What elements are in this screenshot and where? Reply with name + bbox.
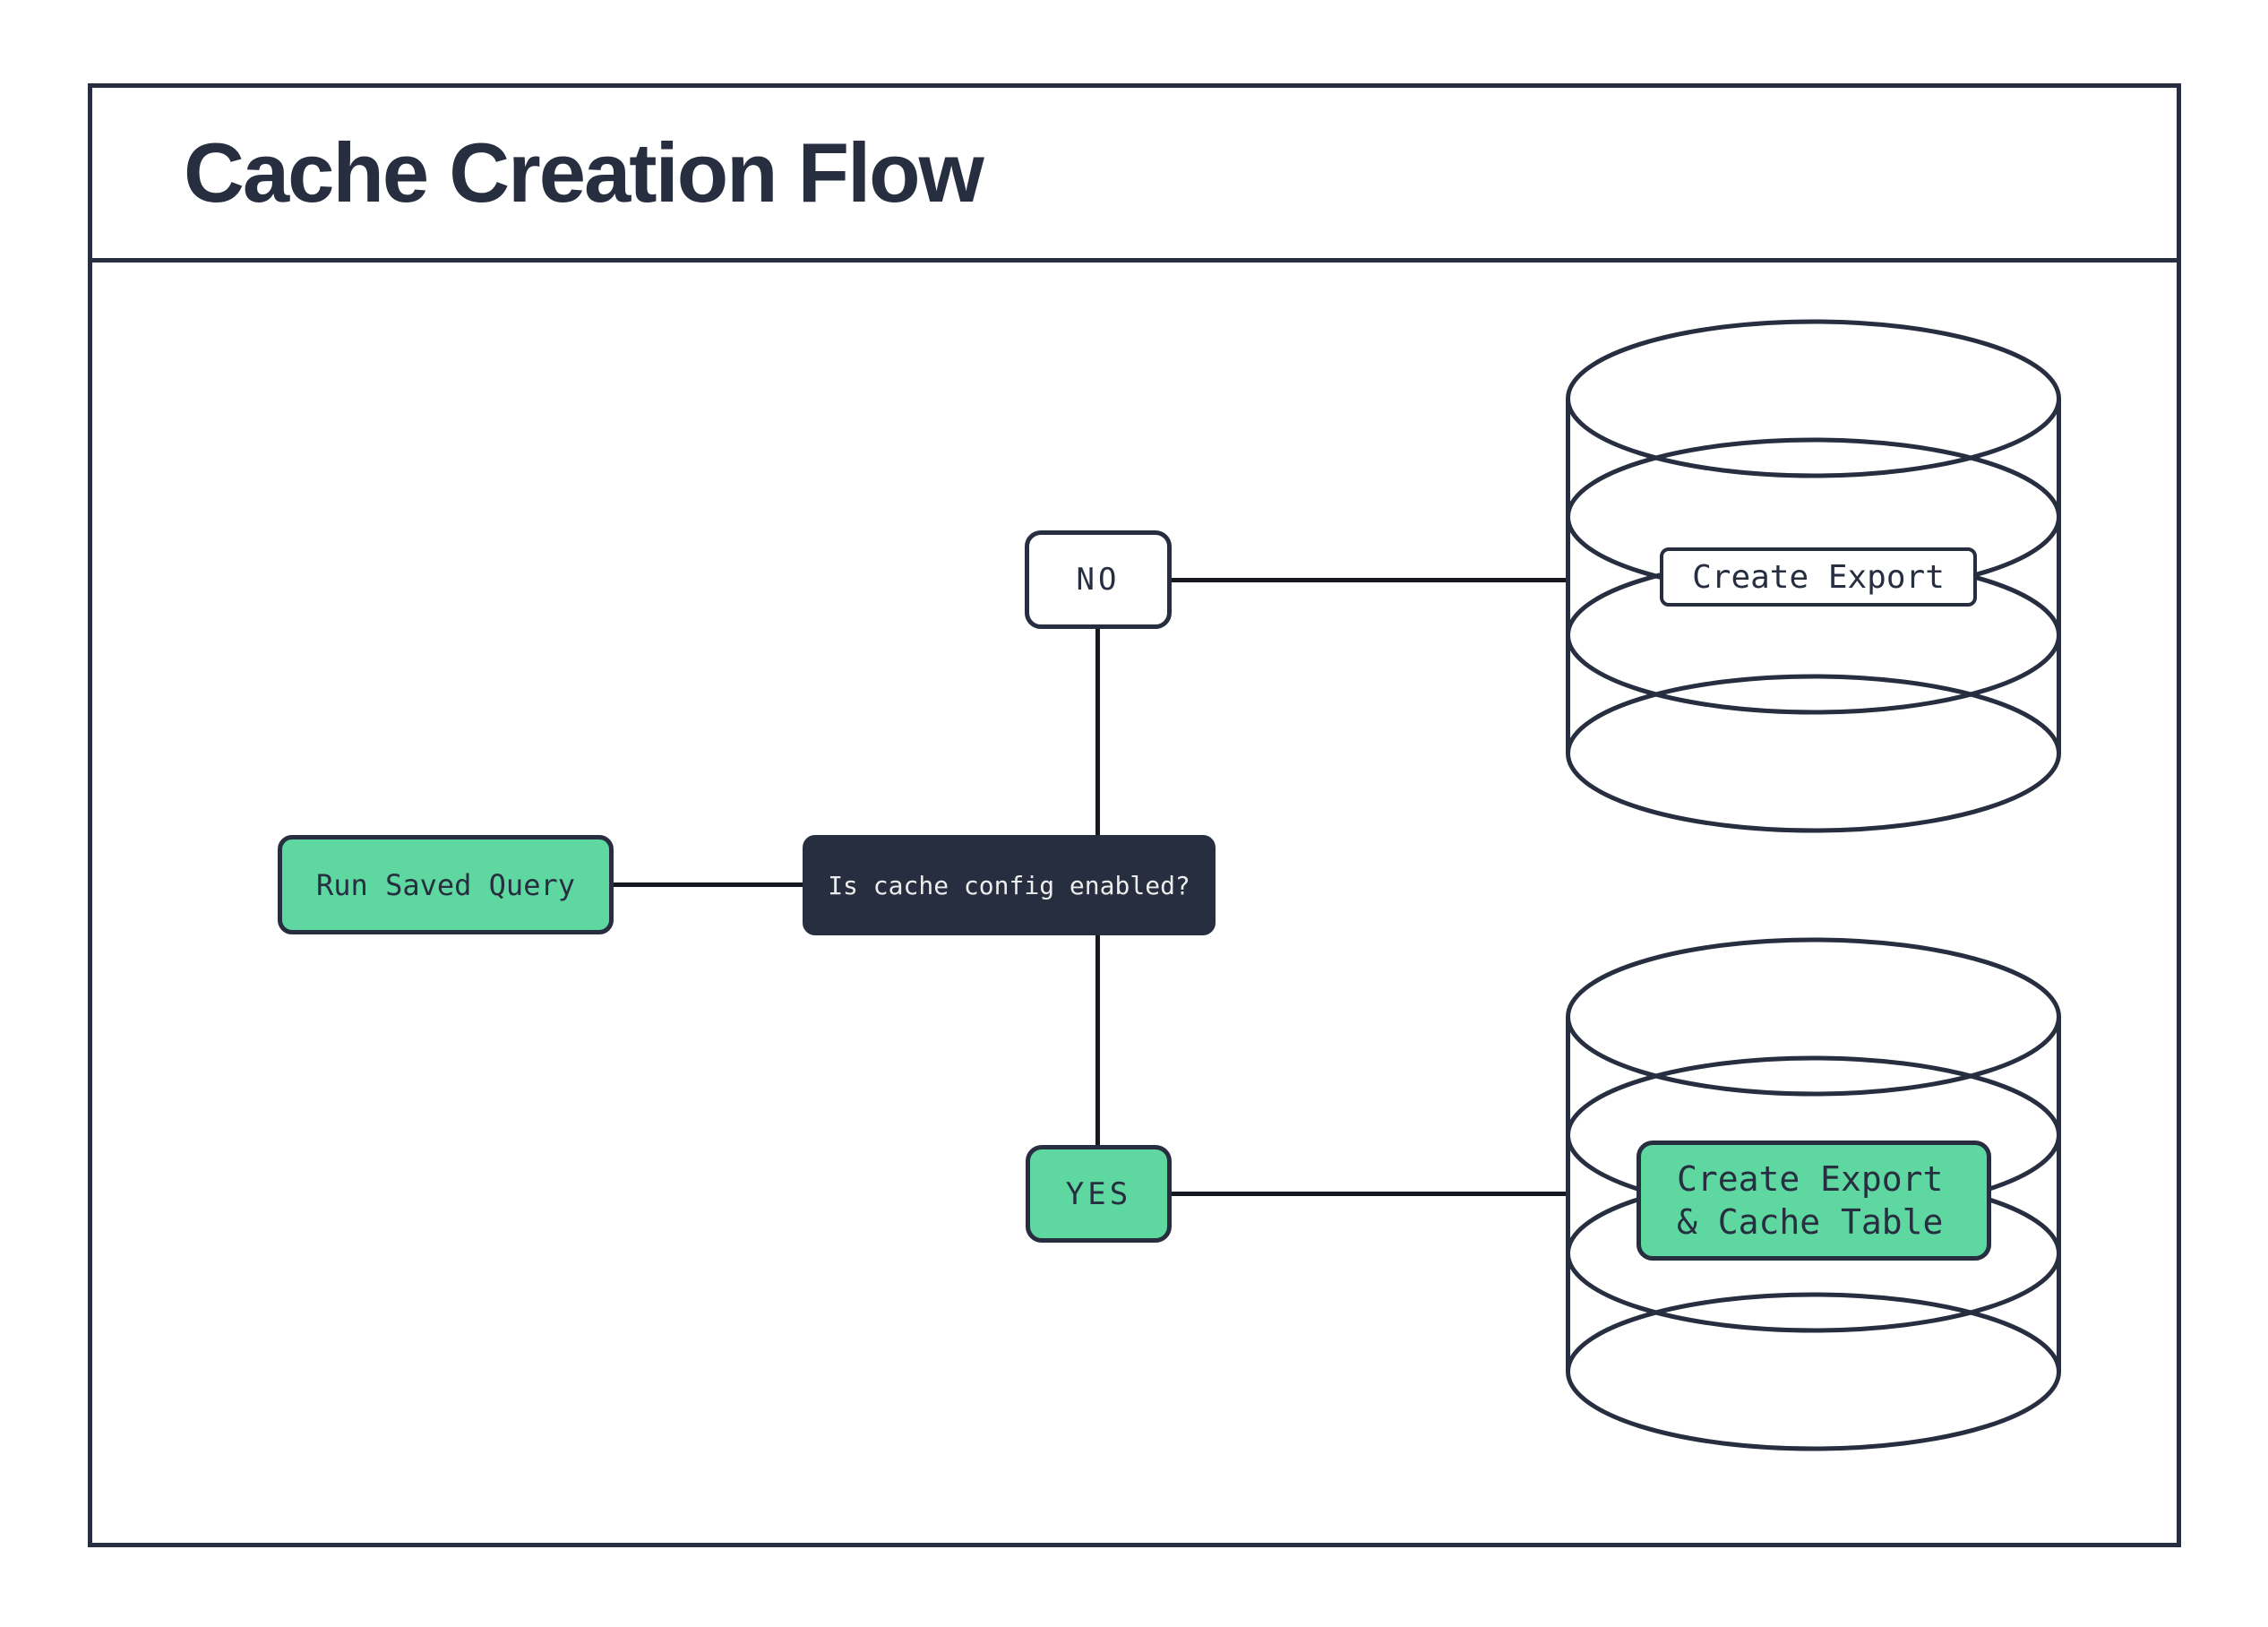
node-create-export-label: Create Export bbox=[1692, 558, 1945, 596]
node-create-export-cache-table: Create Export & Cache Table bbox=[1637, 1141, 1991, 1261]
edge-no-to-database bbox=[1172, 578, 1568, 582]
node-branch-yes: YES bbox=[1026, 1145, 1172, 1243]
database-icon bbox=[1566, 937, 2061, 1451]
node-run-saved-query-label: Run Saved Query bbox=[316, 867, 575, 902]
node-branch-no: NO bbox=[1025, 530, 1172, 629]
edge-yes-to-database bbox=[1172, 1192, 1568, 1196]
edge-no-to-decision bbox=[1095, 627, 1100, 837]
node-create-export-cache-line2: & Cache Table bbox=[1677, 1202, 1944, 1242]
node-create-export: Create Export bbox=[1660, 547, 1977, 607]
edge-decision-to-yes bbox=[1095, 934, 1100, 1147]
node-run-saved-query: Run Saved Query bbox=[278, 835, 614, 934]
page-title: Cache Creation Flow bbox=[184, 125, 984, 220]
title-bar: Cache Creation Flow bbox=[92, 88, 2177, 263]
diagram-frame: Cache Creation Flow bbox=[88, 83, 2181, 1547]
node-decision-label: Is cache config enabled? bbox=[828, 870, 1190, 900]
node-decision-cache-config: Is cache config enabled? bbox=[803, 835, 1216, 935]
node-branch-yes-label: YES bbox=[1065, 1175, 1132, 1212]
node-create-export-cache-line1: Create Export bbox=[1677, 1159, 1944, 1199]
node-branch-no-label: NO bbox=[1076, 562, 1121, 598]
edge-run-to-decision bbox=[612, 882, 803, 887]
